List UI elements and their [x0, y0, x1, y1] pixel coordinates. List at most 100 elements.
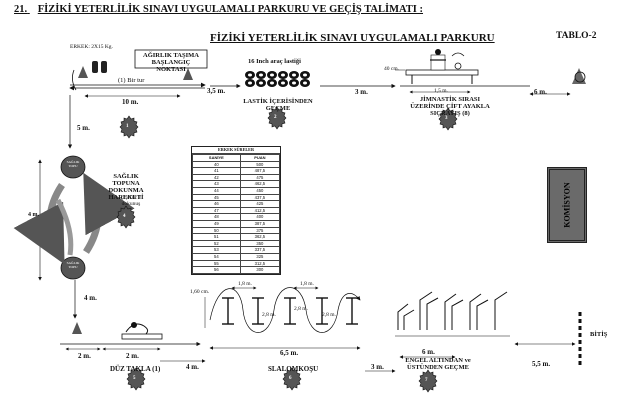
score-table-caption: ERKEK SÜRELER — [192, 147, 280, 154]
score-seconds-cell: 52 — [192, 239, 241, 248]
dist-6m-top: 6 m. — [534, 88, 547, 96]
score-points-cell: 387,5 — [239, 219, 281, 228]
dist-6m-bottom: 6 m. — [422, 348, 435, 356]
badge-5-number: 5 — [133, 376, 136, 381]
ball-label-bottom: SAĞLIK TOPU — [66, 261, 80, 269]
score-seconds-cell: 51 — [192, 233, 241, 241]
dist-2m-b: 2 m. — [126, 352, 139, 360]
score-points-cell: 412,5 — [239, 206, 281, 215]
slalom-1-8b: 1,8 m. — [300, 281, 314, 287]
score-points-cell: 362,5 — [239, 233, 281, 241]
score-seconds-cell: 50 — [192, 226, 241, 235]
score-seconds-cell: 47 — [192, 206, 241, 215]
station-badges — [116, 106, 458, 393]
score-seconds-cell: 48 — [192, 213, 241, 221]
score-points-cell: 475 — [239, 173, 281, 182]
score-seconds-cell: 54 — [192, 252, 241, 261]
table-tag: TABLO-2 — [556, 31, 597, 41]
score-seconds-cell: 43 — [192, 180, 241, 188]
score-seconds-cell: 56 — [192, 266, 241, 274]
slalom-station — [160, 286, 361, 363]
score-points-cell: 425 — [239, 200, 281, 208]
score-seconds-cell: 40 — [192, 160, 241, 169]
slalom-1-6: 1,60 cm. — [190, 289, 210, 295]
score-points-cell: 462,5 — [239, 180, 281, 188]
slalom-2-8c: 2,8 m. — [322, 312, 336, 318]
dist-4m-side: 4 m. — [28, 212, 39, 218]
score-points-cell: 325 — [239, 252, 281, 261]
dist-3m-top: 3 m. — [355, 88, 368, 96]
score-points-cell: 450 — [239, 186, 281, 195]
bench-station — [395, 49, 530, 94]
score-seconds-cell: 44 — [192, 186, 241, 195]
slalom-1-8a: 1,8 m. — [238, 281, 252, 287]
dist-5-5m: 5,5 m. — [532, 360, 551, 368]
ball-label-top: SAĞLIK TOPU — [66, 160, 80, 168]
dist-5m: 5 m. — [77, 124, 90, 132]
station-2-label: LASTİK İÇERİSİNDEN GEÇME — [243, 98, 313, 113]
medicine-ball-station — [13, 155, 135, 280]
dist-3m-bottom: 3 m. — [371, 363, 384, 371]
tyre-station — [210, 71, 396, 89]
section-title: FİZİKİ YETERLİLİK SINAVI UYGULAMALI PARK… — [37, 4, 424, 15]
score-points-cell: 312,5 — [239, 259, 281, 268]
badge-4-number: 4 — [123, 214, 126, 219]
score-points-cell: 337,5 — [239, 246, 281, 254]
finish-label: BİTİŞ — [590, 331, 608, 338]
dist-3-5m: 3,5 m. — [207, 87, 226, 95]
station-4-sub: (1) Tur 3 dokunuş — [121, 195, 141, 208]
commission-label: KOMİSYON — [562, 182, 572, 228]
badge-3-number: 3 — [445, 116, 448, 121]
station-4-label: SAĞLIK TOPUNA DOKUNMA HAREKETİ — [108, 173, 144, 202]
station-5-label: DÜZ TAKLA (1) — [110, 365, 161, 373]
score-header-seconds: SANİYE — [192, 154, 241, 162]
score-seconds-cell: 42 — [192, 173, 241, 182]
score-header-points: PUAN — [239, 154, 281, 162]
slalom-2-8b: 2,8 m. — [294, 306, 308, 312]
station-7-label: ENGEL ALTINDAN ve ÜSTÜNDEN GEÇME — [405, 357, 471, 372]
score-points-cell: 350 — [239, 239, 281, 248]
station-1-sub: (1) Bir tur — [118, 77, 145, 84]
dist-4m: 4 m. — [84, 294, 97, 302]
score-seconds-cell: 45 — [192, 193, 241, 202]
score-seconds-cell: 53 — [192, 246, 241, 254]
dist-2m-a: 2 m. — [78, 352, 91, 360]
slalom-2-8a: 2,8 m. — [262, 312, 276, 318]
dist-4m-bottom: 4 m. — [186, 363, 199, 371]
hurdle-station — [365, 291, 576, 373]
score-points-cell: 437,5 — [239, 193, 281, 202]
section-header: 21. FİZİKİ YETERLİLİK SINAVI UYGULAMALI … — [14, 4, 423, 15]
station-3-label: JİMNASTİK SIRASI ÜZERİNDE ÇİFT AYAKLA SI… — [410, 96, 490, 118]
score-seconds-cell: 46 — [192, 200, 241, 208]
badge-6-number: 6 — [289, 376, 292, 381]
score-points-cell: 500 — [239, 160, 281, 169]
score-points-cell: 375 — [239, 226, 281, 235]
station-6-label: SLALOMKOŞU — [268, 365, 319, 373]
station-1-label: AĞIRLIK TAŞIMA BAŞLANGIÇ NOKTASI — [143, 52, 199, 74]
badge-1-number: 1 — [126, 124, 129, 129]
badge-7-number: 7 — [425, 378, 428, 383]
forward-roll-station — [60, 322, 201, 351]
dist-6-5m: 6,5 m. — [280, 349, 299, 357]
weight-carry-station — [69, 49, 208, 98]
station-2-sub: 16 Inch araç lastiği — [248, 58, 301, 65]
score-seconds-cell: 49 — [192, 219, 241, 228]
badge-2-number: 2 — [274, 115, 277, 120]
dist-1-5m: 1,5 m. — [434, 88, 448, 94]
score-seconds-cell: 41 — [192, 167, 241, 175]
